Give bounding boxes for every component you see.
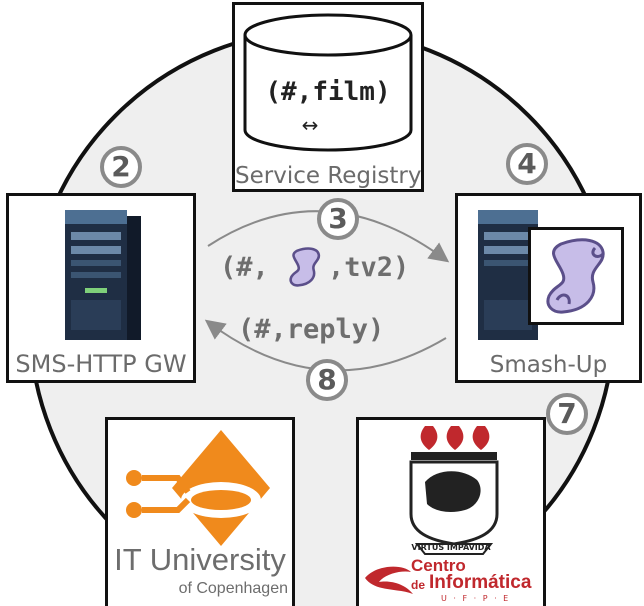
registry-entry: (#,film) — [265, 77, 391, 107]
ufpe-motto: VIRTUS IMPAVIDA — [411, 543, 491, 552]
database-icon — [243, 13, 413, 152]
request-close: ,tv2) — [328, 252, 410, 283]
itu-name: IT University — [114, 542, 286, 577]
request-open: (#, — [220, 252, 269, 283]
server-icon — [65, 210, 141, 340]
itu-logo — [126, 430, 270, 546]
ufpe-logo-box: VIRTUS IMPAVIDA Centro de Informática U … — [356, 417, 546, 606]
step-7-badge: 7 — [546, 393, 588, 435]
ufpe-informatica: Informática — [429, 572, 532, 593]
ufpe-centro: Centro — [411, 556, 466, 575]
gateway-label: SMS-HTTP GW — [15, 350, 187, 378]
step-8-badge: 8 — [306, 359, 348, 401]
itu-logo-box: IT University of Copenhagen — [105, 417, 295, 606]
ufpe-swoosh-icon — [365, 566, 413, 594]
step-3-badge: 3 — [317, 198, 359, 240]
step-2-badge: 2 — [100, 146, 142, 188]
smashup-node: Smash-Up — [455, 193, 642, 383]
scroll-icon — [546, 238, 605, 314]
step-4-badge: 4 — [506, 143, 548, 185]
reply-message: (#,reply) — [238, 314, 385, 345]
bidirectional-arrow-icon: ↔ — [301, 113, 319, 137]
ufpe-letters: U · F · P · E — [441, 594, 511, 603]
ufpe-crest — [409, 426, 499, 555]
scroll-icon — [289, 247, 321, 287]
gateway-node: SMS-HTTP GW — [6, 193, 196, 383]
itu-subtitle: of Copenhagen — [178, 580, 288, 597]
service-registry-label: Service Registry — [235, 163, 422, 189]
service-registry-node: (#,film) ↔ Service Registry — [232, 2, 424, 192]
ufpe-de: de — [411, 578, 426, 592]
script-box — [528, 227, 624, 325]
smashup-label: Smash-Up — [489, 352, 608, 378]
